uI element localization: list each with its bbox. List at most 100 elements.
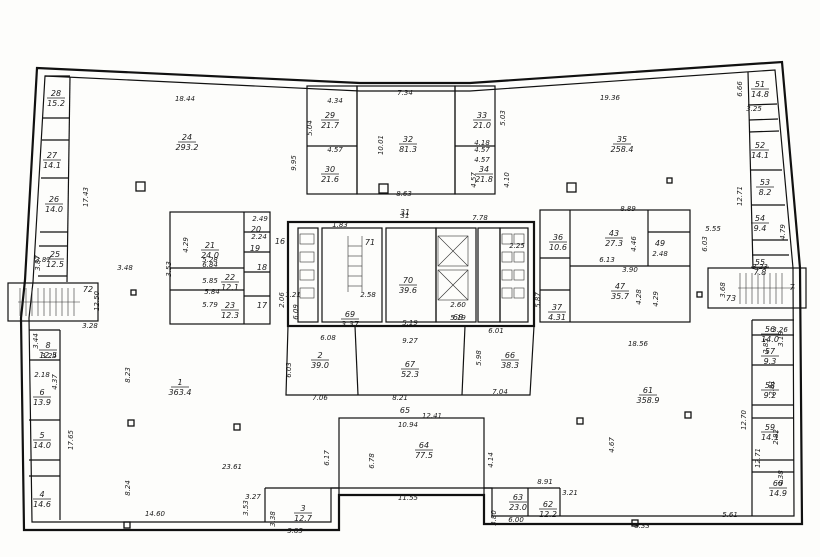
dimension-label: 1.83 bbox=[332, 221, 348, 229]
room-area: 12.3 bbox=[221, 311, 239, 320]
dimension-label: 10.01 bbox=[377, 135, 385, 155]
dimension-label: 8.23 bbox=[124, 367, 132, 383]
room-number: 28 bbox=[51, 89, 61, 98]
dimension-label: 4.57 bbox=[470, 172, 478, 188]
dimension-label: 3.80 bbox=[490, 510, 498, 526]
dimension-label: 2.82 bbox=[772, 429, 780, 445]
room-r3: 312.7 bbox=[294, 504, 313, 523]
room-number: 56 bbox=[765, 325, 775, 334]
room-area: 13.9 bbox=[33, 398, 51, 407]
room-number: 60 bbox=[773, 479, 783, 488]
room-number: 33 bbox=[477, 111, 487, 120]
dimension-label: 3.38 bbox=[269, 511, 277, 527]
dimension-label: 8.21 bbox=[392, 394, 408, 402]
room-number: 43 bbox=[609, 229, 619, 238]
dimension-label: 7.06 bbox=[312, 394, 328, 402]
dimension-label: 5.98 bbox=[475, 350, 483, 366]
dimension-label: 3.87 bbox=[34, 255, 42, 271]
dimension-label: 4.79 bbox=[779, 224, 787, 240]
dimension-label: 17.65 bbox=[67, 429, 75, 450]
room-number: 62 bbox=[543, 500, 553, 509]
dimension-label: 3.24 bbox=[41, 352, 57, 360]
room-r6: 613.9 bbox=[33, 388, 51, 407]
dimension-label: 12.71 bbox=[736, 186, 744, 206]
dimension-label: 4.46 bbox=[630, 236, 638, 252]
dimension-label: 2.81 bbox=[768, 380, 776, 396]
dimension-label: 3.53 bbox=[165, 261, 173, 277]
room-area: 8.2 bbox=[759, 188, 772, 197]
room-area: 14.9 bbox=[769, 489, 787, 498]
room-number: 37 bbox=[552, 303, 563, 312]
dimension-label: 3.44 bbox=[32, 333, 40, 349]
room-number: 53 bbox=[760, 178, 770, 187]
dimension-label: 6.17 bbox=[323, 450, 331, 466]
room-area: 24.0 bbox=[201, 251, 219, 260]
dimension-label: 2.24 bbox=[251, 233, 267, 241]
room-number: 71 bbox=[365, 238, 375, 247]
dimension-label: 3.18 bbox=[777, 331, 785, 347]
dimension-label: 2.49 bbox=[252, 215, 268, 223]
room-number: 23 bbox=[225, 301, 235, 310]
dimension-label: 12.71 bbox=[754, 448, 762, 468]
room-r5: 514.0 bbox=[33, 431, 51, 450]
dimension-label: 7.04 bbox=[492, 388, 508, 396]
dimension-label: 12.41 bbox=[422, 412, 442, 420]
room-number: 67 bbox=[405, 360, 416, 369]
dimension-label: 8.33 bbox=[634, 522, 650, 530]
dimension-label: 4.28 bbox=[635, 289, 643, 305]
room-area: 14.6 bbox=[33, 500, 51, 509]
room-area: 81.3 bbox=[399, 145, 417, 154]
dimension-label: 5.87 bbox=[534, 292, 542, 308]
room-number: 69 bbox=[345, 310, 355, 319]
room-area: 9.3 bbox=[764, 357, 777, 366]
room-number: 4 bbox=[39, 490, 44, 499]
room-number: 8 bbox=[45, 341, 50, 350]
room-area: 12.2 bbox=[539, 510, 557, 519]
room-number: 57 bbox=[765, 347, 776, 356]
dimension-label: 4.29 bbox=[182, 237, 190, 253]
dimension-label: 31 bbox=[401, 212, 410, 220]
room-number: 5 bbox=[39, 431, 44, 440]
room-number: 20 bbox=[251, 225, 261, 234]
dimension-label: 6.09 bbox=[292, 304, 300, 320]
dimension-label: 3.26 bbox=[772, 326, 788, 334]
dimension-label: 5.84 bbox=[204, 288, 220, 296]
right-office-block bbox=[539, 209, 691, 323]
dimension-label: 6.01 bbox=[488, 327, 504, 335]
dimension-label: 4.57 bbox=[474, 146, 490, 154]
room-number: 47 bbox=[615, 282, 626, 291]
room-r16: 16 bbox=[275, 237, 285, 246]
dimension-label: 5.55 bbox=[705, 225, 721, 233]
room-area: 77.5 bbox=[415, 451, 433, 460]
room-number: 70 bbox=[403, 276, 413, 285]
room-r4: 414.6 bbox=[33, 490, 51, 509]
room-area: 14.0 bbox=[761, 335, 779, 344]
room-area: 21.8 bbox=[475, 175, 493, 184]
room-number: 29 bbox=[325, 111, 335, 120]
room-number: 49 bbox=[655, 239, 665, 248]
dimension-label: 4.57 bbox=[327, 146, 343, 154]
room-area: 52.3 bbox=[401, 370, 419, 379]
dimension-label: 7.34 bbox=[397, 89, 413, 97]
dimension-label: 9.27 bbox=[402, 337, 418, 345]
dimension-label: 1.21 bbox=[285, 291, 301, 299]
dimension-label: 6.66 bbox=[736, 81, 744, 97]
room-number: 6 bbox=[39, 388, 44, 397]
room-number: 73 bbox=[726, 294, 736, 303]
room-area: 10.6 bbox=[549, 243, 567, 252]
dimension-label: 6.84 bbox=[202, 261, 218, 269]
left-office-block bbox=[169, 211, 271, 325]
